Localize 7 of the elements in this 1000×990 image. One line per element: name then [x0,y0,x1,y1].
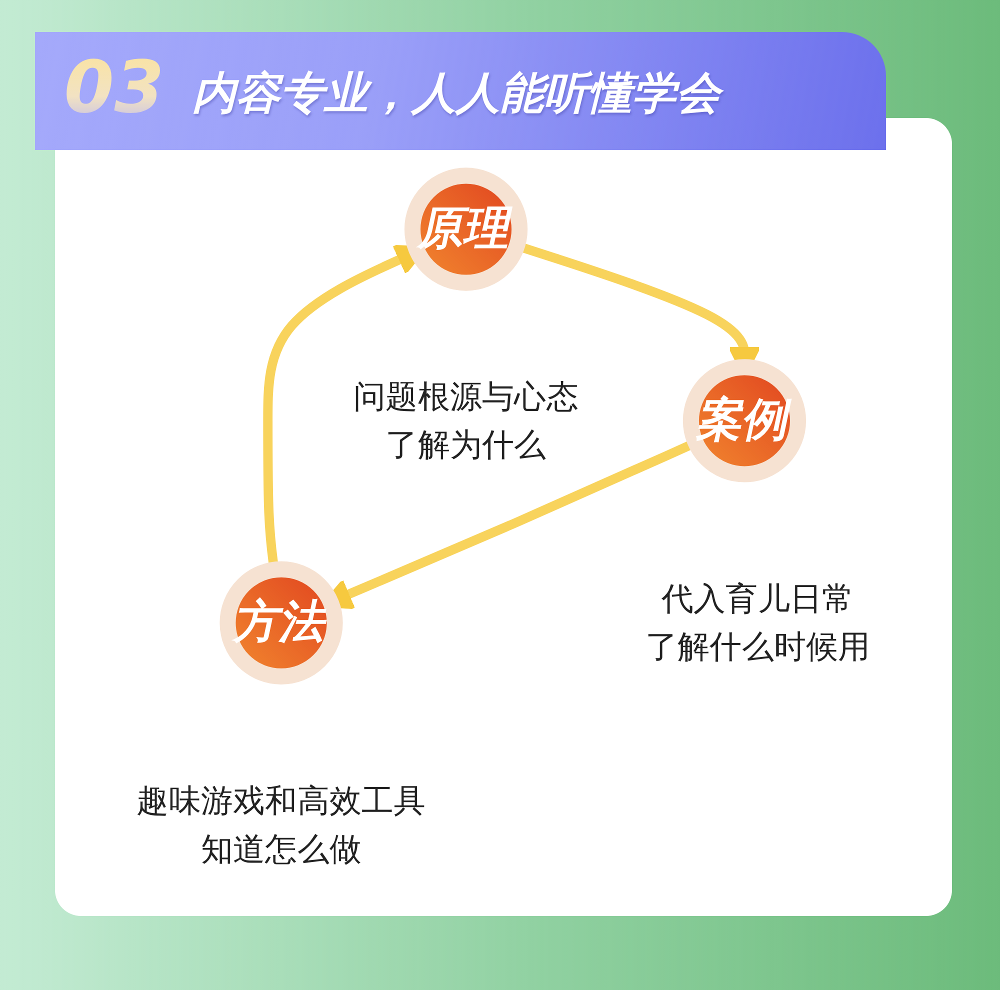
node-label: 了解什么时候用 [645,628,870,666]
node-label: 问题根源与心态 [354,378,578,416]
title: 内容专业，人人能听懂学会 [192,64,728,124]
node-label: 趣味游戏和高效工具 [136,782,426,820]
node-label: 知道怎么做 [200,830,362,868]
node-label: 代入育儿日常 [661,580,854,618]
node-label: 了解为什么 [386,426,546,464]
